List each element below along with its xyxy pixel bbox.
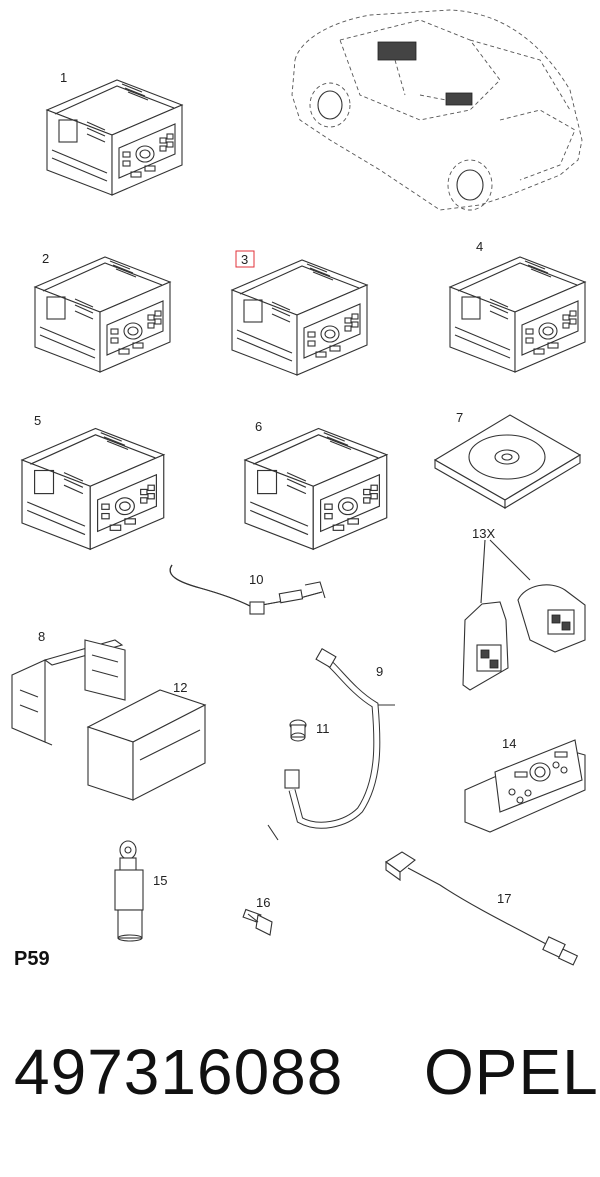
cable-10: [169, 564, 326, 615]
callout-16: 16: [256, 895, 270, 910]
radio-unit-3: [231, 259, 368, 376]
callout-5: 5: [34, 413, 41, 428]
callout-7: 7: [456, 410, 463, 425]
radio-unit-4: [449, 256, 586, 373]
page-code-label: P59: [14, 948, 50, 970]
callout-17: 17: [497, 891, 511, 906]
part-number: 497316088: [14, 1036, 344, 1108]
callout-14: 14: [502, 736, 516, 751]
harness-cable-9: [267, 648, 395, 841]
car-illustration: [291, 9, 583, 211]
callout-4: 4: [476, 239, 483, 254]
screw-16: [242, 908, 273, 936]
callout-9: 9: [376, 664, 383, 679]
cover-box-12: [86, 689, 207, 801]
callout-11: 11: [316, 721, 330, 736]
callout-3: 3: [241, 252, 248, 267]
radio-unit-6: [244, 427, 388, 550]
callout-12: 12: [173, 680, 187, 695]
callout-15: 15: [153, 873, 167, 888]
control-panel-14: [464, 739, 586, 833]
callout-10: 10: [249, 572, 263, 587]
mounting-bracket-8: [11, 639, 126, 746]
callout-6: 6: [255, 419, 262, 434]
callout-8: 8: [38, 629, 45, 644]
radio-unit-5: [21, 427, 165, 550]
radio-unit-2: [34, 256, 171, 373]
steering-switches-13x: [462, 539, 586, 691]
callout-3-highlight: [235, 250, 255, 268]
radio-unit-1: [46, 79, 183, 196]
callout-1: 1: [60, 70, 67, 85]
sensor-15: [114, 840, 144, 942]
cd-disc-case: [433, 414, 582, 509]
grommet-11: [289, 719, 307, 742]
callout-2: 2: [42, 251, 49, 266]
usb-cable-17: [385, 851, 579, 966]
brand-name: OPEL: [424, 1036, 599, 1108]
callout-13x: 13X: [472, 526, 495, 541]
footer: 497316088 OPEL: [0, 1040, 600, 1130]
